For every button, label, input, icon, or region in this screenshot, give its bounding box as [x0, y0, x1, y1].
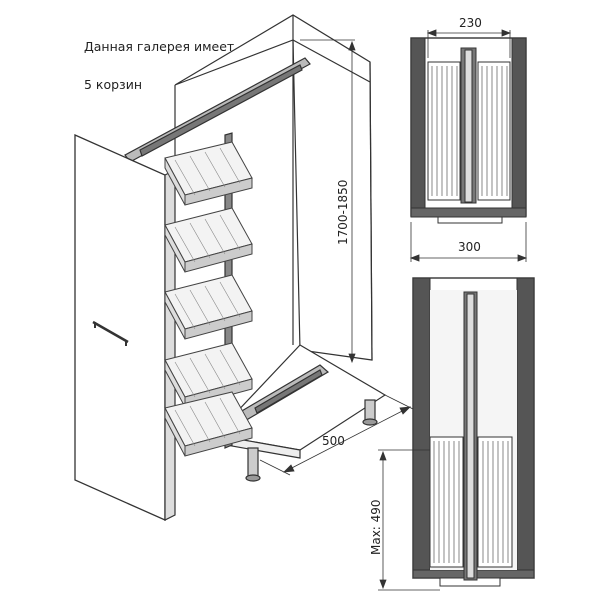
top-rail-inner [139, 64, 303, 157]
height-dimension-label: 1700-1850 [336, 180, 350, 245]
top-view-basket-left [427, 61, 461, 201]
cabinet-leg-1 [247, 447, 259, 479]
depth-dimension-label: 500 [322, 434, 345, 448]
cabinet-leg-1-foot [245, 474, 261, 482]
basket-5 [164, 391, 253, 457]
side-view-right-panel [516, 277, 535, 579]
cabinet-inner-edge [292, 39, 371, 83]
top-view-closed [410, 37, 527, 224]
basket-4 [164, 342, 253, 408]
caption-line-1: Данная галерея имеет [84, 39, 235, 54]
height-dimension [300, 39, 356, 364]
cabinet-leg-2-foot [362, 418, 378, 426]
cabinet-right-edge [369, 61, 373, 361]
top-view-basket-right [477, 61, 511, 201]
caption-line-2: 5 корзин [84, 77, 143, 92]
basket-width-label: 230 [459, 16, 482, 30]
extension-dimension-label: Max: 490 [369, 499, 383, 555]
front-door-panel [74, 133, 166, 522]
top-view-base [410, 207, 527, 218]
cabinet-width-dimension [409, 222, 528, 262]
side-view-extended [412, 277, 535, 587]
basket-2 [164, 207, 253, 273]
basket-3 [164, 274, 253, 340]
side-view-left-panel [412, 277, 431, 579]
side-view-basket-right [477, 436, 513, 568]
basket-wire-hatching [174, 147, 241, 447]
baskets [164, 141, 253, 457]
top-view-basket-wires [431, 66, 508, 196]
top-view-plinth [437, 216, 503, 224]
basket-1 [164, 141, 253, 206]
side-view-basket-left [429, 436, 464, 568]
top-view-side-right [511, 37, 527, 217]
isometric-cabinet [74, 14, 387, 522]
depth-dimension [259, 394, 416, 476]
side-view-basket-wires [433, 441, 509, 563]
basket-width-dimension [426, 29, 512, 58]
bottom-rail-inner [254, 369, 323, 414]
top-view-side-left [410, 37, 426, 217]
extension-dimension [378, 449, 440, 591]
cabinet-width-label: 300 [458, 240, 481, 254]
door-handle [92, 320, 129, 344]
caption: Данная галерея имеет 5 корзин [84, 18, 234, 113]
